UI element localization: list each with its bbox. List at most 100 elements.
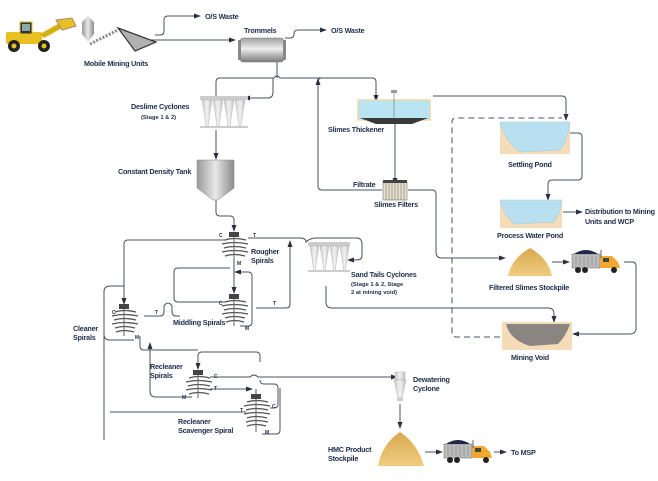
conical-tank-icon — [196, 159, 235, 201]
flow-scavenger-mid — [262, 388, 281, 435]
port-t: T — [214, 386, 217, 392]
hmc-stockpile-icon — [378, 432, 424, 466]
flow-cleaner-tails — [144, 302, 180, 317]
flow-settling-to-pwp — [547, 132, 583, 196]
middling-spiral-icon — [221, 294, 249, 326]
flow-deslime-recycle — [248, 78, 274, 99]
arrow-head — [194, 13, 201, 19]
arrow-head — [572, 331, 579, 337]
flow-middling-conc — [173, 267, 230, 303]
rougher-spiral-icon — [221, 232, 249, 258]
port-c: C — [219, 233, 223, 239]
port-m: M — [135, 335, 139, 341]
label-recleaner-scavenger-line2: Scavenger Spiral — [178, 426, 233, 435]
recleaner-spiral-icon — [185, 370, 213, 398]
label-slimes-thickener: Slimes Thickener — [328, 125, 384, 134]
label-rougher-spirals-line2: Spirals — [251, 256, 274, 265]
deslime-cyclone-bank-icon — [200, 96, 248, 128]
arrow-head — [347, 257, 354, 263]
flow-rougher-tails — [248, 237, 363, 261]
sand-tails-cyclone-bank-icon — [308, 242, 350, 273]
arrow-head — [499, 255, 506, 261]
label-distribution-line1: Distribution to Mining — [585, 207, 655, 216]
text-labels: Mobile Mining Units O/S Waste Trommels O… — [73, 12, 655, 463]
arrow-head — [436, 449, 443, 455]
trommel-drum-icon — [238, 37, 286, 63]
port-c: C — [112, 310, 116, 316]
dump-truck-icon — [571, 250, 620, 273]
label-mining-void: Mining Void — [511, 353, 549, 362]
label-filtered-slimes-stockpile: Filtered Slimes Stockpile — [489, 283, 569, 292]
front-end-loader-icon — [6, 17, 77, 52]
flow-os-waste-1 — [155, 15, 196, 36]
flow-rougher-conc — [123, 239, 226, 300]
port-m: M — [265, 430, 269, 436]
arrow-head — [315, 78, 321, 85]
flow-tank-to-rougher — [215, 200, 235, 228]
mining-void-icon — [502, 322, 572, 350]
label-dewatering-cyclone-line1: Dewatering — [413, 375, 450, 384]
port-m: M — [237, 261, 241, 267]
arrow-head — [195, 363, 201, 370]
filtered-slimes-stockpile-icon — [508, 248, 552, 276]
arrow-head — [147, 342, 153, 349]
flow-truck-to-void — [577, 261, 637, 335]
label-middling-spirals: Middling Spirals — [173, 318, 226, 327]
arrow-head — [320, 27, 327, 33]
label-trommels: Trommels — [244, 26, 277, 35]
label-sand-tails-cyclones: Sand Tails Cyclones — [351, 270, 417, 279]
arrow-head — [231, 225, 237, 232]
arrow-head — [551, 316, 557, 323]
arrow-head — [234, 269, 241, 275]
arrow-head — [391, 374, 398, 380]
port-m: M — [245, 326, 249, 332]
flow-recleaner-mid — [149, 346, 192, 398]
hopper-icon — [82, 16, 94, 42]
label-mobile-mining-units: Mobile Mining Units — [84, 59, 148, 68]
arrow-head — [213, 153, 219, 160]
label-recleaner-spirals-line2: Spirals — [150, 371, 173, 380]
cleaner-spiral-icon — [111, 304, 139, 336]
recleaner-scavenger-spiral-icon — [243, 394, 271, 432]
label-distribution-line2: Units and WCP — [585, 217, 634, 226]
arrow-head — [121, 298, 127, 305]
arrow-head — [287, 240, 293, 247]
process-water-pond-icon — [499, 199, 563, 228]
flow-thickener-to-settling — [433, 95, 567, 116]
flow-cleaner-conc-recycle — [103, 285, 134, 341]
label-cleaner-spirals-line2: Spirals — [73, 333, 96, 342]
label-dewatering-cyclone-line2: Cyclone — [413, 384, 440, 393]
flow-trommel-split — [215, 75, 377, 96]
drum-filter-icon — [382, 180, 408, 201]
port-c: C — [214, 374, 218, 380]
label-filtrate: Filtrate — [353, 180, 376, 189]
label-rougher-spirals-line1: Rougher — [251, 247, 280, 256]
port-t: T — [240, 408, 243, 414]
port-t: T — [273, 301, 276, 307]
label-cleaner-spirals-line1: Cleaner — [73, 324, 98, 333]
screen-icon — [116, 26, 158, 52]
flow-middling-tails — [256, 244, 291, 309]
flow-filtrate — [317, 77, 382, 191]
label-recleaner-spirals-line1: Recleaner — [150, 362, 183, 371]
arrow-head — [563, 259, 570, 265]
arrow-head — [373, 95, 379, 102]
arrow-head — [545, 194, 551, 201]
flow-os-waste-2 — [285, 29, 322, 39]
label-os-waste-2: O/S Waste — [331, 26, 365, 35]
label-deslime-cyclones: Deslime Cyclones — [131, 102, 190, 111]
screw-conveyor-icon — [89, 28, 119, 46]
settling-pond-icon — [499, 121, 571, 154]
label-hmc-stockpile-line2: Stockpile — [328, 454, 358, 463]
arrow-head — [500, 449, 507, 455]
arrow-head — [229, 37, 236, 43]
dump-truck-icon — [443, 440, 492, 463]
port-t: T — [155, 310, 158, 316]
flow-void-decant — [451, 117, 562, 338]
port-m: M — [182, 395, 186, 401]
flow-recleaner-conc — [210, 374, 392, 378]
arrow-head — [563, 114, 569, 121]
label-sand-tails-sub1: (Stage 1 & 2, Stage — [351, 282, 404, 288]
port-c: C — [219, 301, 223, 307]
label-deslime-cyclones-sub: (Stage 1 & 2) — [141, 115, 176, 121]
